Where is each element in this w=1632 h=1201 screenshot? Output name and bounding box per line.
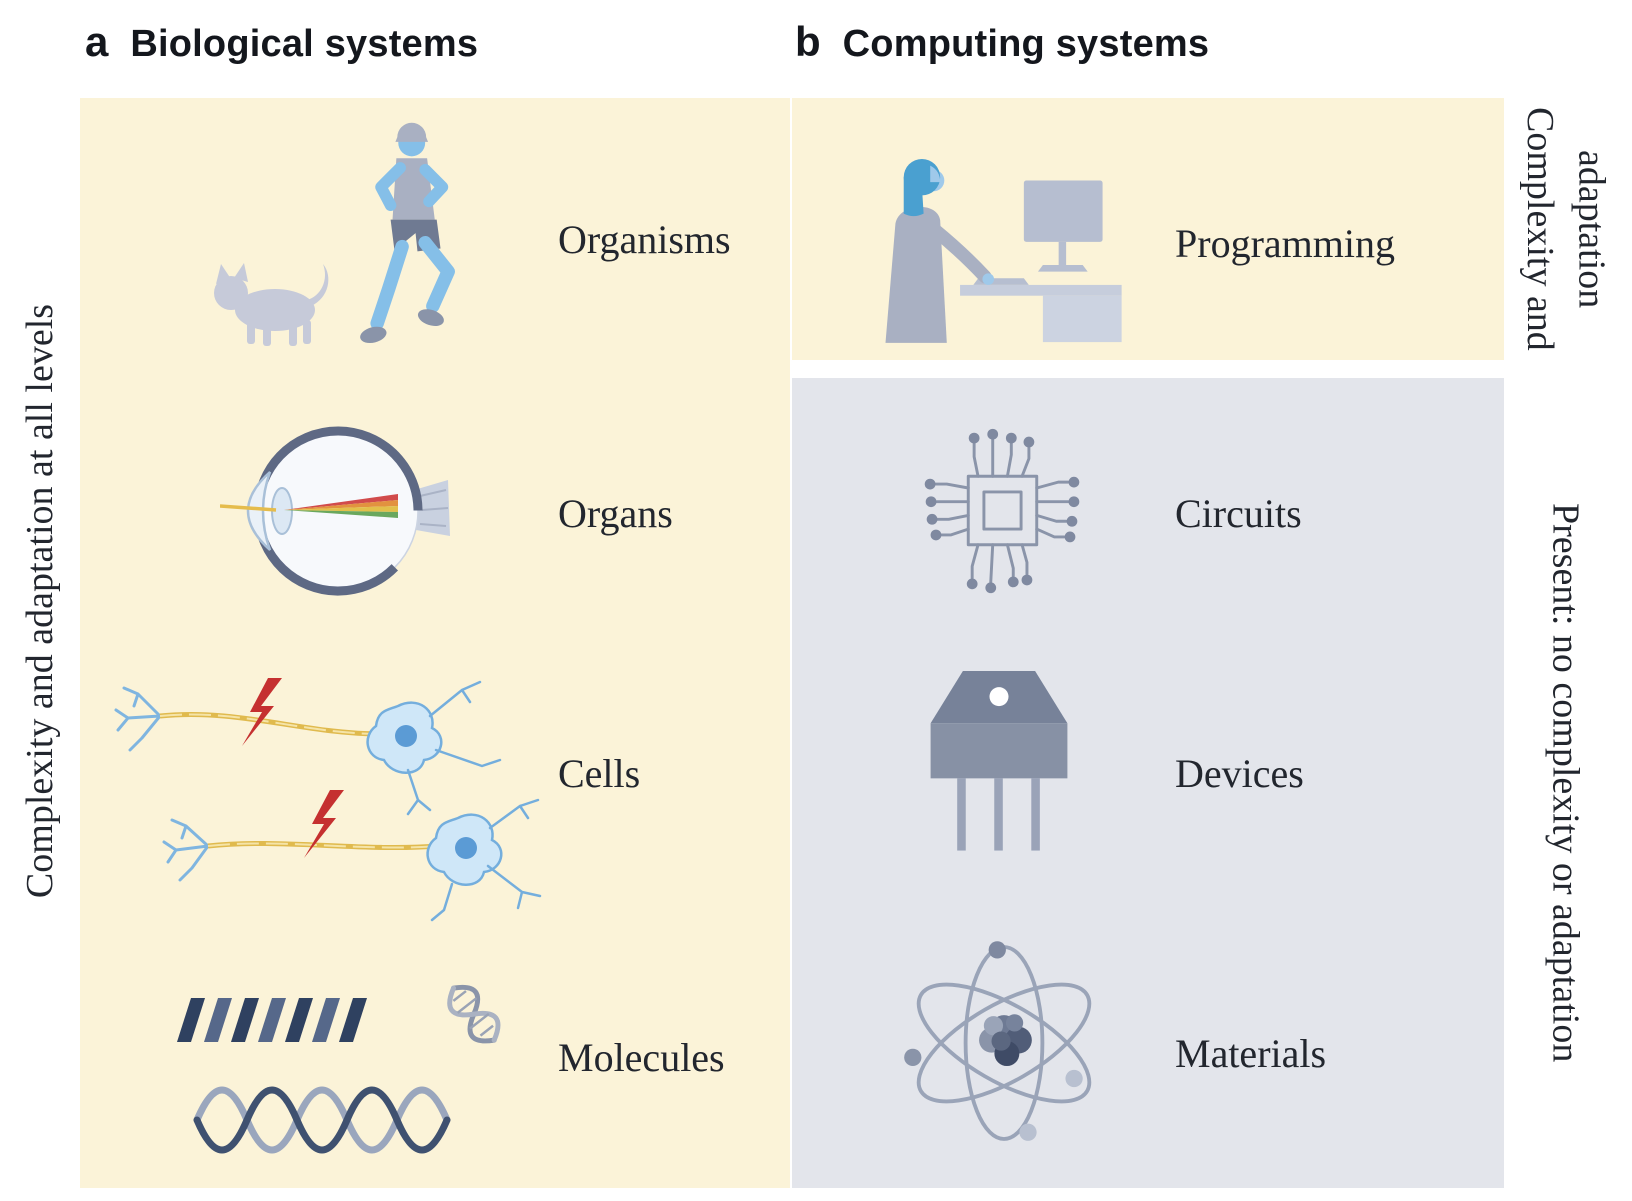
dna-small (447, 984, 501, 1044)
row-label-organs: Organs (558, 491, 673, 536)
protein-helix (177, 998, 367, 1042)
atom-icon (884, 913, 1124, 1173)
panel-b-side-label-top: Complexity and adaptation (1514, 107, 1617, 351)
side-label-top-line-1: Complexity and (1519, 107, 1561, 351)
panel-a-title: Biological systems (130, 23, 479, 65)
molecules-icon (135, 970, 565, 1180)
dna-large (193, 1086, 451, 1154)
panel-b-top: Programming (792, 98, 1504, 360)
row-label-materials: Materials (1175, 1031, 1327, 1076)
panel-a-tag: a (85, 18, 109, 65)
row-label-organisms: Organisms (558, 217, 731, 262)
cat-icon (198, 248, 348, 348)
panel-a-header: a Biological systems (85, 18, 478, 66)
row-label-molecules: Molecules (558, 1035, 725, 1080)
right-side-strip-top: Complexity and adaptation (1500, 98, 1630, 360)
left-side-strip: Complexity and adaptation at all levels (0, 0, 80, 1201)
neurons-icon (90, 638, 560, 928)
panel-a-side-label: Complexity and adaptation at all levels (19, 303, 61, 898)
row-label-circuits: Circuits (1175, 491, 1302, 536)
panel-b-tag: b (795, 18, 821, 65)
nucleus (979, 1014, 1032, 1067)
eye-icon (220, 416, 450, 606)
panel-b-title: Computing systems (842, 23, 1210, 65)
right-side-strip-bottom: Present: no complexity or adaptation (1500, 378, 1630, 1188)
programmer-icon (854, 136, 1144, 346)
electrons (904, 941, 1083, 1141)
circuit-chip-icon (890, 398, 1115, 623)
row-label-devices: Devices (1175, 751, 1304, 796)
transistor-icon (904, 646, 1094, 886)
side-label-top-line-2: adaptation (1570, 149, 1613, 309)
neuron-lower (162, 790, 542, 922)
panel-a: Organisms Organs (80, 98, 790, 1188)
panel-b-side-label-bottom: Present: no complexity or adaptation (1544, 503, 1587, 1063)
row-label-cells: Cells (558, 751, 641, 796)
panel-b-bottom: Circuits Devices (792, 378, 1504, 1188)
neuron-upper (114, 678, 502, 816)
row-label-programming: Programming (1175, 221, 1395, 266)
panel-b-header: b Computing systems (795, 18, 1209, 66)
runner-icon (330, 116, 480, 356)
